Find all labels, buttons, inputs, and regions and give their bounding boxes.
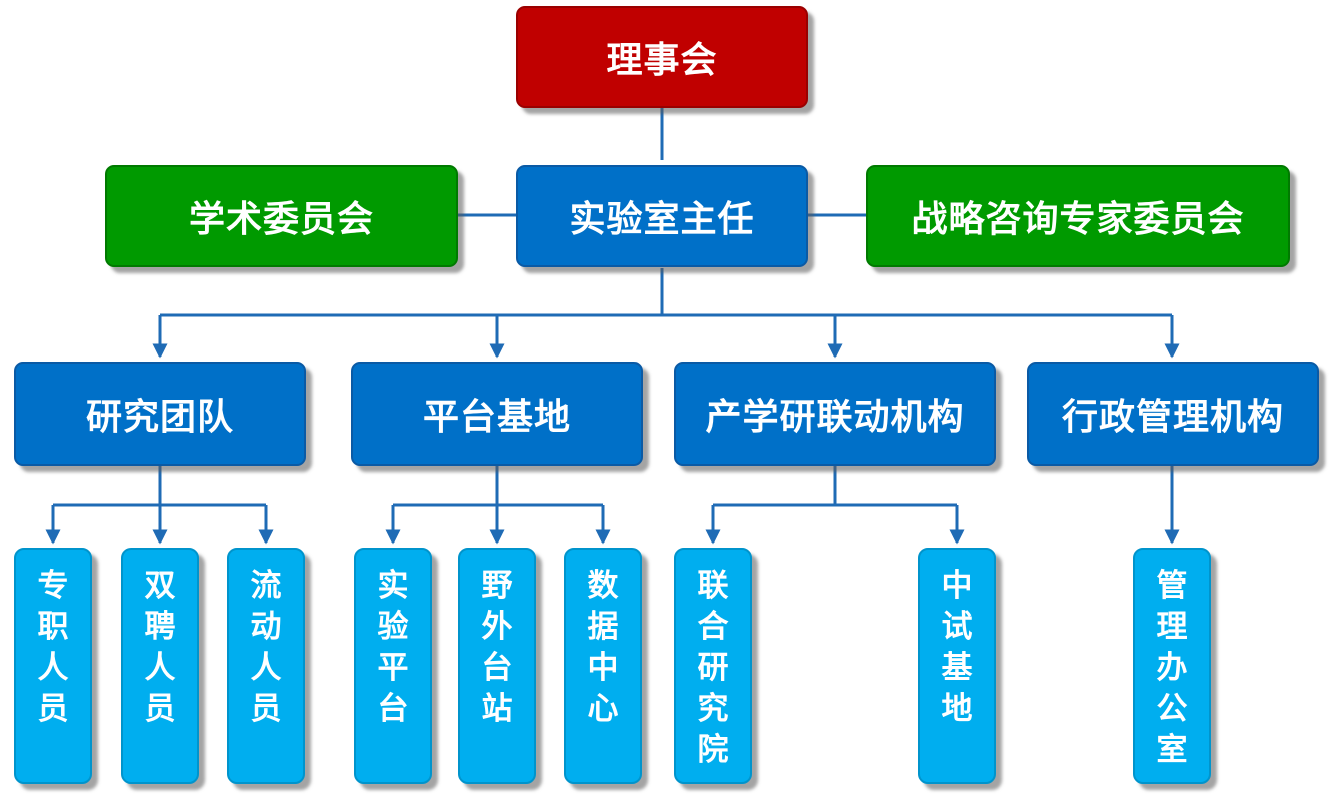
unit-admin-office: 管理办公室 [1133, 548, 1211, 784]
board-box: 理事会 [516, 6, 808, 108]
department-research-team: 研究团队 [14, 362, 306, 466]
strategic-committee-box: 战略咨询专家委员会 [866, 165, 1290, 267]
unit-pilot-base: 中试基地 [918, 548, 996, 784]
unit-fulltime-staff: 专职人员 [14, 548, 92, 784]
unit-lab-platform: 实验平台 [354, 548, 432, 784]
unit-mobile-staff: 流动人员 [227, 548, 305, 784]
department-administration: 行政管理机构 [1027, 362, 1319, 466]
unit-dual-appointed-staff: 双聘人员 [121, 548, 199, 784]
unit-field-station: 野外台站 [458, 548, 536, 784]
director-box: 实验室主任 [516, 165, 808, 267]
unit-data-center: 数据中心 [564, 548, 642, 784]
academic-committee-box: 学术委员会 [105, 165, 458, 267]
unit-joint-institute: 联合研究院 [674, 548, 752, 784]
department-platform-base: 平台基地 [351, 362, 643, 466]
department-industry-linkage: 产学研联动机构 [674, 362, 996, 466]
